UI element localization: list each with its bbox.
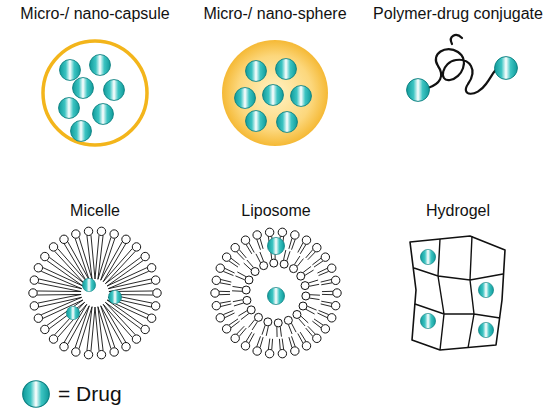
legend-text: = Drug [58,382,122,406]
liposome-illustration [211,228,341,358]
carrier-node: Micro-/ nano-capsule [20,4,169,24]
carrier-node: Micelle [70,201,120,221]
sphere-illustration [222,40,328,146]
hydrogel-illustration [410,236,505,350]
hydrogel-title: Hydrogel [426,201,490,221]
carrier-node: Polymer-drug conjugate [373,4,543,24]
carrier-node: Micro-/ nano-sphere [203,4,346,24]
carrier-node: Liposome [241,201,310,221]
capsule-title: Micro-/ nano-capsule [20,4,169,24]
carrier-node: Hydrogel [426,201,490,221]
conjugate-title: Polymer-drug conjugate [373,4,543,24]
sphere-title: Micro-/ nano-sphere [203,4,346,24]
liposome-title: Liposome [241,201,310,221]
capsule-illustration [43,41,147,145]
legend-symbol [23,381,50,408]
micelle-illustration [29,227,161,359]
micelle-title: Micelle [70,201,120,221]
conjugate-illustration [407,35,518,101]
